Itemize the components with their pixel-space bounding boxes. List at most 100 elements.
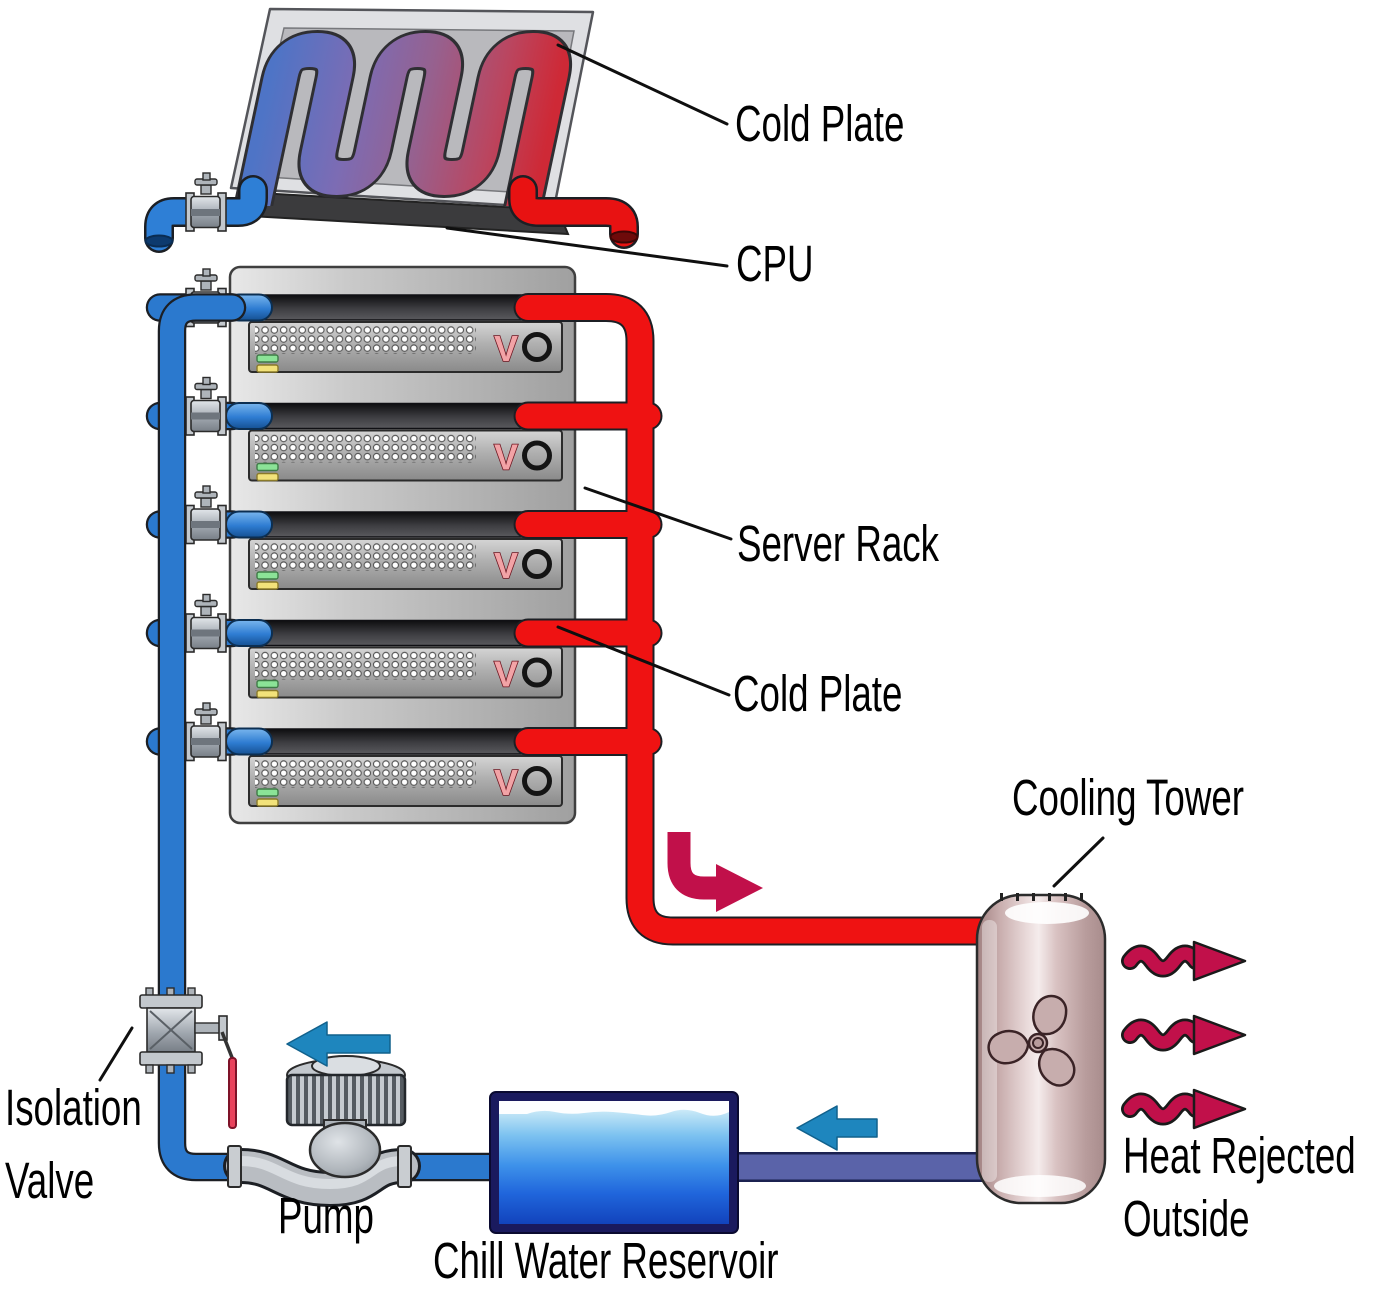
- pump-motor-ribs: [285, 1073, 407, 1127]
- vent-dots: [255, 543, 476, 571]
- vent-dots: [255, 434, 476, 463]
- vent-dots: [255, 651, 476, 680]
- led-green: [256, 462, 279, 472]
- hot-return-pipe: [513, 293, 1010, 946]
- led-yellow: [256, 364, 279, 373]
- cpu-cold-plate-assembly: [144, 7, 639, 253]
- water-surface: [499, 1101, 729, 1116]
- label-isolation-1: Isolation: [5, 1079, 142, 1136]
- server-logo: V: [494, 545, 518, 586]
- led-green: [256, 679, 279, 689]
- valve-stem: [200, 714, 212, 725]
- plate-outlet-pipe: [508, 175, 639, 249]
- pump-outlet-flange: [397, 1145, 412, 1188]
- callout-cold-plate-top: [556, 43, 729, 126]
- label-cooling-tower: Cooling Tower: [1012, 769, 1245, 826]
- tower-vent-ticks: [1000, 893, 1083, 901]
- server-logo: V: [494, 762, 518, 803]
- server-unit: V: [145, 593, 576, 699]
- flow-left-arrow-icon: [286, 1021, 391, 1067]
- inlet-valve-icon: [185, 702, 227, 762]
- label-chill-water-reservoir: Chill Water Reservoir: [433, 1232, 779, 1289]
- valve-band: [191, 521, 220, 528]
- plate-inlet-valve-icon: [185, 172, 227, 232]
- turn-right-arrow-icon: [667, 832, 763, 912]
- label-cpu: CPU: [736, 235, 814, 292]
- callout-lines: [98, 43, 1105, 1082]
- vent-dots: [255, 760, 476, 788]
- power-button: [522, 766, 552, 796]
- tower-top-gloss: [1005, 902, 1089, 924]
- inlet-valve-icon: [185, 376, 227, 436]
- heat-arrow-icon: [1121, 1014, 1247, 1056]
- server-unit: V: [145, 702, 576, 807]
- server-unit: V: [145, 485, 576, 590]
- valve-handle-knob: [202, 593, 211, 603]
- led-green: [256, 354, 279, 363]
- coolant-inlet-stub: [225, 619, 273, 647]
- coolant-inlet-stub: [225, 510, 273, 539]
- server-logo: V: [494, 328, 518, 369]
- valve-band: [191, 629, 220, 637]
- label-cold-plate-rack: Cold Plate: [733, 665, 903, 722]
- label-server-rack: Server Rack: [737, 515, 940, 572]
- coolant-inlet-stub: [225, 727, 273, 756]
- callout-cold-plate-rack: [556, 625, 731, 697]
- led-yellow: [256, 798, 279, 807]
- pipe-mouth: [609, 230, 639, 244]
- isolation-valve-stem: [194, 1022, 222, 1034]
- pipe-mouth: [144, 234, 174, 248]
- label-cold-plate-top: Cold Plate: [735, 95, 905, 152]
- coolant-inlet-stub: [225, 402, 273, 430]
- isolation-valve-rod: [220, 1031, 235, 1061]
- cooling-tower: [975, 893, 1107, 1205]
- valve-stem: [200, 497, 212, 508]
- fan-icon: [987, 994, 1076, 1087]
- pump-assembly: [223, 1055, 421, 1208]
- power-button: [522, 332, 552, 362]
- flow-left-arrow-icon: [796, 1105, 878, 1151]
- valve-band: [191, 412, 220, 420]
- valve-handle-knob: [202, 485, 211, 494]
- callout-cpu: [445, 226, 729, 268]
- isolation-valve-disc: [218, 1015, 228, 1041]
- heat-arrow-icon: [1121, 940, 1247, 982]
- valve-band: [191, 738, 220, 745]
- callout-isolation-valve: [98, 1026, 134, 1082]
- led-yellow: [256, 472, 279, 482]
- led-green: [256, 571, 279, 580]
- reservoir-water: [499, 1101, 729, 1224]
- isolation-valve: [139, 987, 237, 1129]
- server-logo: V: [494, 654, 518, 695]
- server-logo: V: [494, 437, 518, 478]
- power-button: [522, 657, 552, 688]
- valve-handle-knob: [202, 268, 211, 277]
- valve-stem: [200, 280, 212, 291]
- valve-stem: [200, 605, 212, 617]
- valve-stem: [200, 388, 212, 400]
- valve-handle-knob: [202, 376, 211, 386]
- label-isolation-2: Valve: [5, 1152, 95, 1209]
- pump-volute: [308, 1121, 382, 1179]
- heat-arrow-icon: [1121, 1088, 1247, 1130]
- valve-handle-knob: [202, 702, 211, 711]
- label-heat-rejected-1: Heat Rejected: [1123, 1127, 1356, 1184]
- led-yellow: [256, 689, 279, 699]
- label-heat-rejected-2: Outside: [1123, 1190, 1250, 1247]
- inlet-valve-icon: [185, 593, 227, 653]
- vent-dots: [255, 326, 476, 354]
- serpentine-tube: [233, 29, 573, 206]
- power-button: [522, 440, 552, 471]
- isolation-valve-handle: [228, 1057, 237, 1129]
- callout-cooling-tower: [1052, 836, 1105, 888]
- server-unit: V: [145, 376, 576, 482]
- tower-bottom-gloss: [994, 1175, 1086, 1197]
- led-green: [256, 788, 279, 797]
- callout-server-rack: [583, 486, 733, 541]
- label-pump: Pump: [278, 1187, 374, 1244]
- led-yellow: [256, 581, 279, 590]
- plate-inlet-pipe: [144, 175, 268, 253]
- chill-water-reservoir: [489, 1091, 739, 1234]
